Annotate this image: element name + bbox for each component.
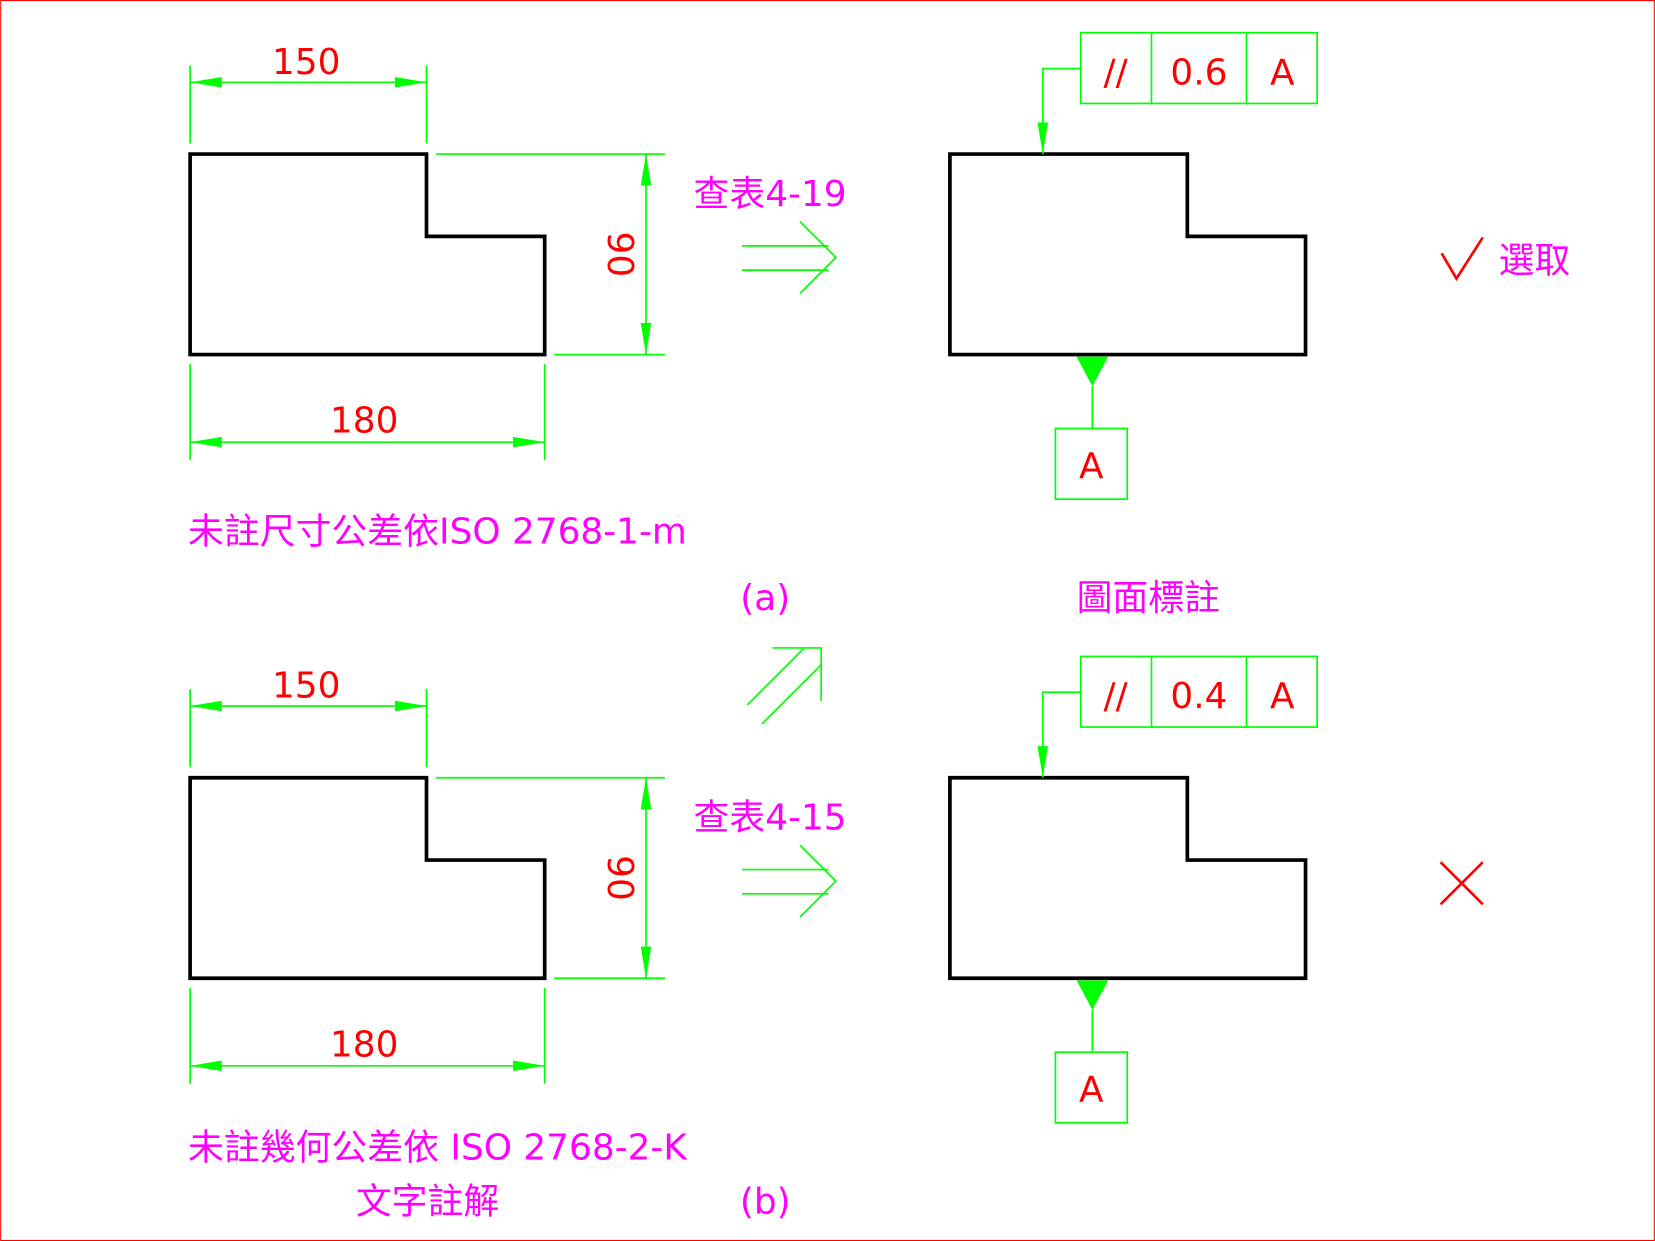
feature-control-frame: [1037, 31, 1318, 155]
general-tolerance-note: 未註尺寸公差依ISO 2768-1-m: [188, 511, 687, 552]
dim-90-text: 90: [599, 855, 640, 901]
dim-180-text: 180: [330, 401, 398, 442]
fcf-datum: A: [1270, 676, 1295, 717]
part-outline-left: [188, 775, 547, 981]
dimension-150: [189, 689, 428, 768]
diagonal-double-arrow-icon: [746, 647, 823, 725]
dim-150-text: 150: [272, 42, 340, 83]
feature-control-frame: [1037, 655, 1318, 778]
datum-feature-symbol: [1054, 980, 1129, 1124]
fcf-tolerance: 0.4: [1170, 676, 1227, 717]
double-arrow-icon: [742, 844, 838, 918]
label-a: (a): [740, 578, 790, 619]
dim-180-text: 180: [330, 1024, 398, 1065]
dim-150-text: 150: [272, 666, 340, 707]
datum-label: A: [1079, 1070, 1104, 1111]
dimension-90: [435, 776, 665, 980]
part-outline-left: [188, 152, 547, 357]
datum-feature-symbol: [1054, 356, 1129, 500]
parallelism-symbol: //: [1104, 52, 1129, 93]
dim-90-text: 90: [599, 232, 640, 278]
general-tolerance-note: 未註幾何公差依 ISO 2768-2-K: [188, 1128, 688, 1169]
fcf-datum: A: [1270, 52, 1295, 93]
parallelism-symbol: //: [1104, 676, 1129, 717]
dimension-90: [435, 153, 665, 356]
part-outline-right: [948, 152, 1308, 357]
cross-icon: [1439, 861, 1484, 906]
table-ref-b: 查表4-15: [693, 797, 846, 838]
part-outline-right: [948, 775, 1308, 981]
panel-b: 150 90 180 未註幾何公差依 ISO 2768-2-K 文字註解 (b)…: [188, 655, 1484, 1223]
check-icon: [1440, 236, 1484, 282]
center-caption: 圖面標註: [1077, 578, 1220, 619]
dimension-150: [189, 65, 428, 144]
fcf-tolerance: 0.6: [1170, 52, 1227, 93]
table-ref-a: 查表4-19: [693, 174, 846, 215]
dimension-180: [189, 364, 546, 461]
result-text: 選取: [1499, 240, 1571, 281]
panel-a: 150 90 180 未註尺寸公差依ISO 2768-1-m (a) 查表4-1…: [188, 31, 1571, 619]
text-annotation-note: 文字註解: [356, 1182, 499, 1223]
label-b: (b): [740, 1182, 791, 1223]
datum-label: A: [1079, 446, 1104, 487]
dimension-180: [189, 987, 546, 1084]
double-arrow-icon: [742, 221, 838, 294]
